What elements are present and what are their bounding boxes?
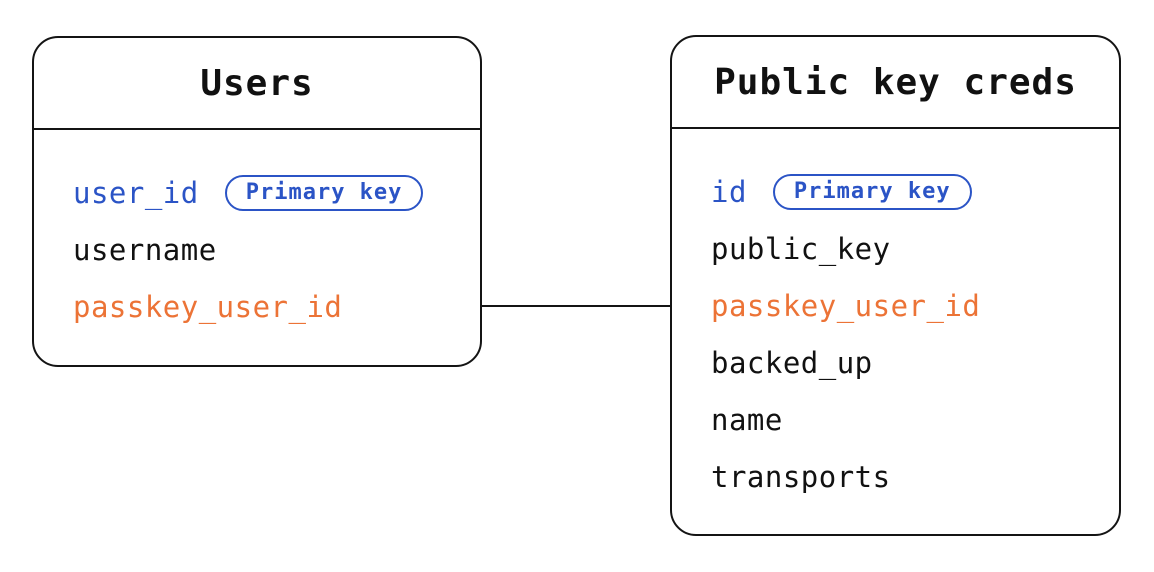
field-name: public_key: [711, 231, 891, 266]
entity-title-public-key-creds: Public key creds: [714, 61, 1077, 103]
relationship-line: [482, 305, 670, 307]
field-row-name: name: [711, 391, 1099, 448]
field-name: user_id: [73, 175, 199, 210]
entity-card-public-key-creds-header: Public key creds: [672, 37, 1119, 129]
primary-key-badge: Primary key: [224, 174, 424, 211]
primary-key-badge: Primary key: [772, 173, 972, 210]
field-row-transports: transports: [711, 448, 1099, 505]
field-row-user_id: user_id Primary key: [73, 164, 460, 221]
entity-card-public-key-creds: Public key creds id Primary key public_key…: [670, 35, 1121, 536]
field-row-public_key: public_key: [711, 220, 1099, 277]
field-row-id: id Primary key: [711, 163, 1099, 220]
field-name: passkey_user_id: [711, 288, 981, 323]
field-row-passkey_user_id: passkey_user_id: [73, 278, 460, 335]
field-name: username: [73, 232, 217, 267]
field-name: name: [711, 402, 783, 437]
field-row-backed_up: backed_up: [711, 334, 1099, 391]
field-row-username: username: [73, 221, 460, 278]
entity-title-users: Users: [200, 62, 314, 104]
field-name: passkey_user_id: [73, 289, 343, 324]
field-row-passkey_user_id: passkey_user_id: [711, 277, 1099, 334]
field-name: transports: [711, 459, 891, 494]
field-name: backed_up: [711, 345, 873, 380]
entity-card-users-header: Users: [34, 38, 480, 130]
field-name: id: [711, 174, 747, 209]
